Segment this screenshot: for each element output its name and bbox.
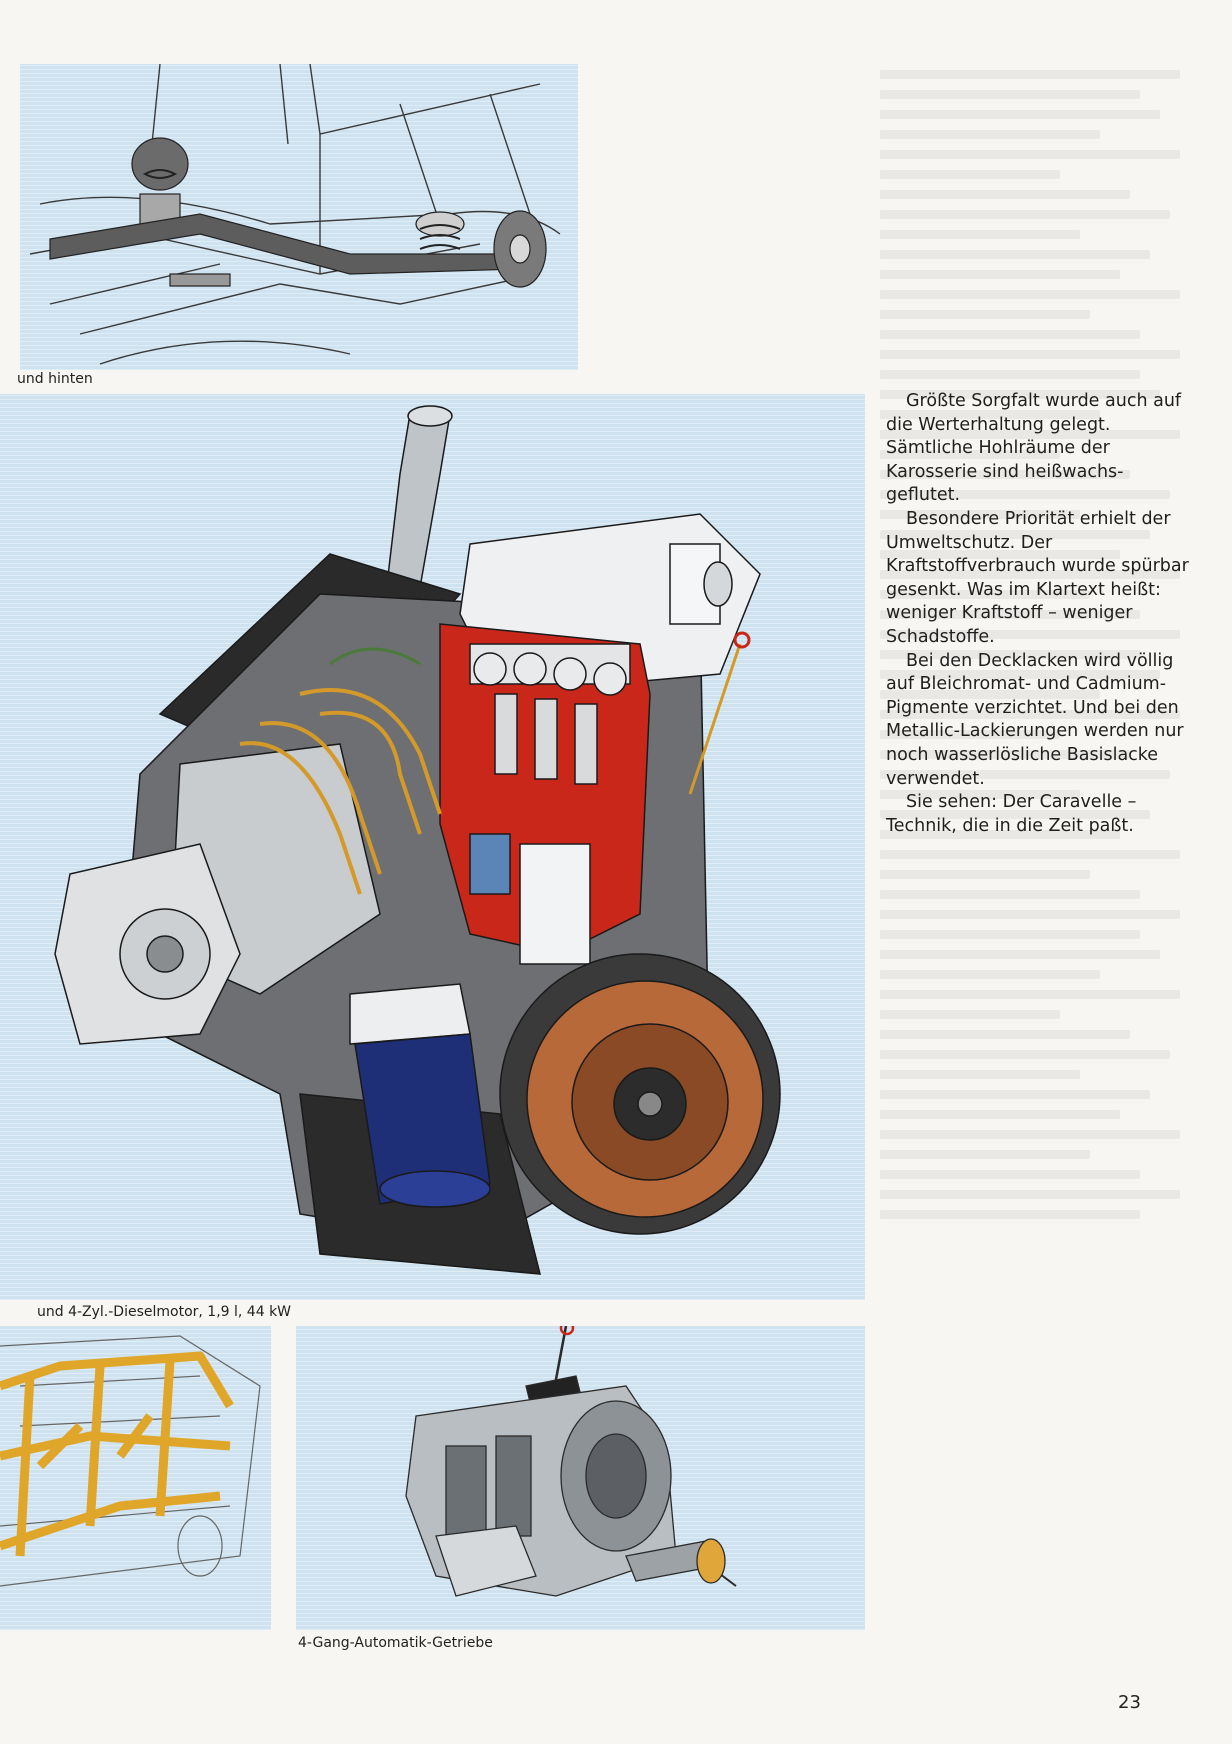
diesel-engine-cutaway-illustration <box>0 394 865 1300</box>
show-through-line <box>880 850 1180 859</box>
show-through-line <box>880 870 1090 879</box>
show-through-line <box>880 730 1060 739</box>
show-through-line <box>880 230 1080 239</box>
show-through-line <box>880 150 1180 159</box>
show-through-line <box>880 770 1170 779</box>
show-through-line <box>880 1010 1060 1019</box>
rear-suspension-illustration <box>20 64 578 370</box>
paragraph-maintenance: Größte Sorgfalt wurde auch auf die Werte… <box>886 391 1182 506</box>
show-through-line <box>880 330 1140 339</box>
show-through-line <box>880 490 1170 499</box>
suspension-caption: und hinten <box>17 371 93 387</box>
show-through-line <box>880 990 1180 999</box>
show-through-line <box>880 250 1150 259</box>
show-through-line <box>880 1190 1180 1199</box>
show-through-line <box>880 1130 1180 1139</box>
show-through-line <box>880 1090 1150 1099</box>
show-through-line <box>880 110 1160 119</box>
show-through-line <box>880 510 1080 519</box>
paragraph-environment: Besondere Priorität erhielt der Umweltsc… <box>886 508 1189 647</box>
show-through-line <box>880 710 1180 719</box>
show-through-line <box>880 90 1140 99</box>
show-through-line <box>880 1150 1090 1159</box>
show-through-line <box>880 810 1150 819</box>
show-through-line <box>880 670 1160 679</box>
show-through-line <box>880 930 1140 939</box>
show-through-line <box>880 70 1180 79</box>
show-through-line <box>880 190 1130 199</box>
show-through-line <box>880 350 1180 359</box>
show-through-line <box>880 130 1100 139</box>
automatic-gearbox-illustration <box>296 1326 865 1630</box>
show-through-line <box>880 530 1150 539</box>
show-through-line <box>880 270 1120 279</box>
show-through-line <box>880 310 1090 319</box>
page-number: 23 <box>1118 1692 1141 1713</box>
show-through-line <box>880 610 1140 619</box>
engine-caption: und 4-Zyl.-Dieselmotor, 1,9 l, 44 kW <box>37 1304 292 1320</box>
show-through-text <box>880 70 1200 1230</box>
show-through-line <box>880 390 1160 399</box>
show-through-line <box>880 1030 1130 1039</box>
show-through-line <box>880 910 1180 919</box>
show-through-line <box>880 370 1140 379</box>
show-through-line <box>880 690 1100 699</box>
show-through-line <box>880 470 1130 479</box>
show-through-line <box>880 950 1160 959</box>
show-through-line <box>880 170 1060 179</box>
paragraph-conclusion: Sie sehen: Der Caravelle – Technik, die … <box>886 792 1137 836</box>
show-through-line <box>880 1110 1120 1119</box>
show-through-line <box>880 590 1090 599</box>
show-through-line <box>880 1070 1080 1079</box>
gearbox-caption: 4-Gang-Automatik-Getriebe <box>298 1635 493 1651</box>
show-through-line <box>880 750 1130 759</box>
show-through-line <box>880 210 1170 219</box>
show-through-line <box>880 630 1180 639</box>
show-through-line <box>880 830 1120 839</box>
show-through-line <box>880 1050 1170 1059</box>
body-text-column: Größte Sorgfalt wurde auch auf die Werte… <box>886 390 1196 838</box>
show-through-line <box>880 1210 1140 1219</box>
show-through-line <box>880 890 1140 899</box>
show-through-line <box>880 790 1080 799</box>
show-through-line <box>880 430 1180 439</box>
body-frame-illustration <box>0 1326 271 1630</box>
show-through-line <box>880 290 1180 299</box>
show-through-line <box>880 410 1100 419</box>
show-through-line <box>880 650 1140 659</box>
show-through-line <box>880 550 1120 559</box>
paragraph-paint: Bei den Decklacken wird völlig auf Bleic… <box>886 650 1184 789</box>
show-through-line <box>880 970 1100 979</box>
show-through-line <box>880 450 1060 459</box>
show-through-line <box>880 1170 1140 1179</box>
show-through-line <box>880 570 1180 579</box>
